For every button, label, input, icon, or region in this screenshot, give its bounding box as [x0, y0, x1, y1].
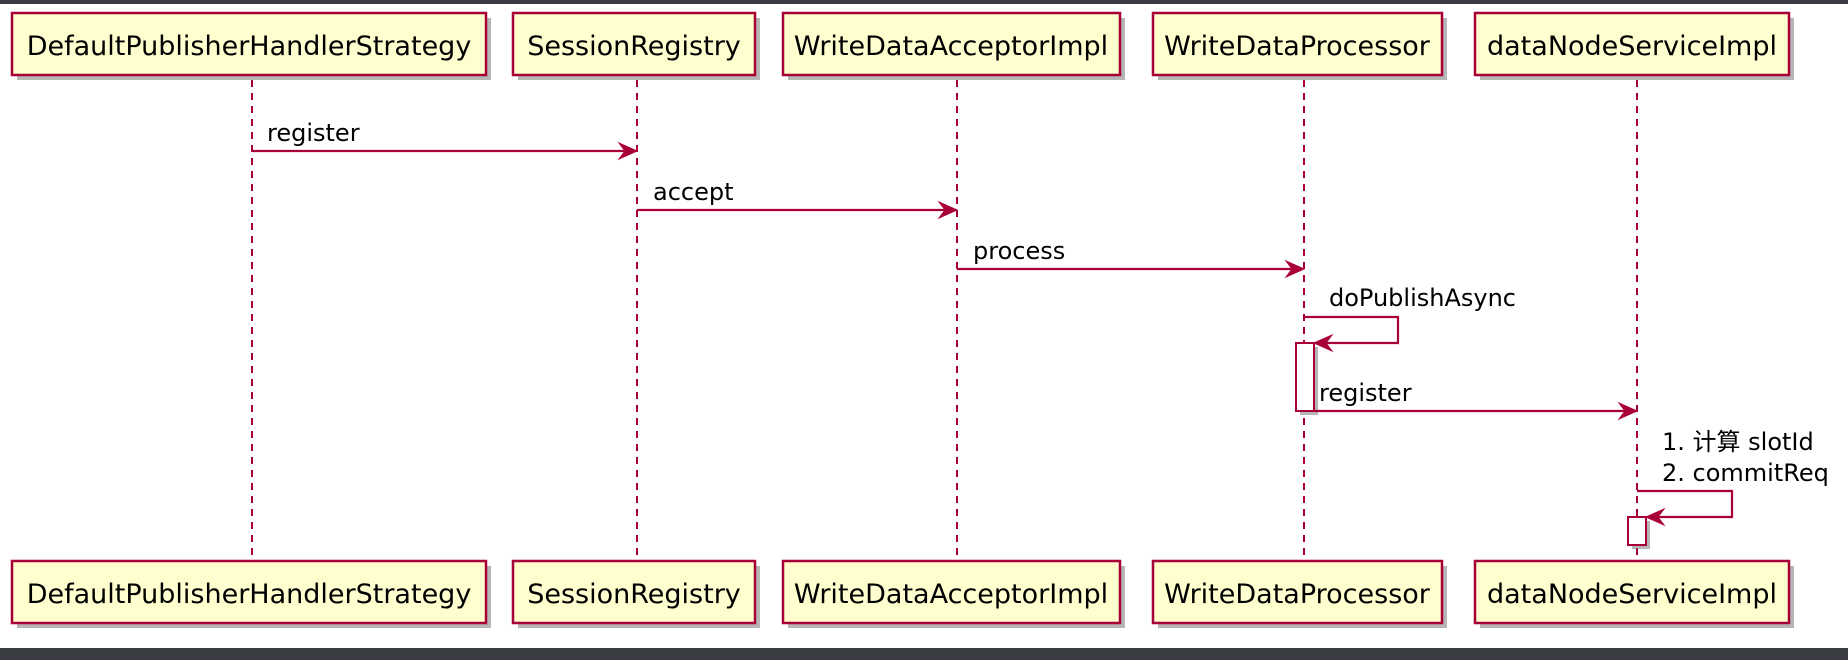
participant-label: dataNodeServiceImpl	[1487, 31, 1777, 62]
participant-label: WriteDataProcessor	[1164, 579, 1431, 610]
participant-label: SessionRegistry	[527, 579, 741, 610]
participant-datanodeserviceimpl: dataNodeServiceImpl	[1473, 559, 1794, 628]
participants-top: DefaultPublisherHandlerStrategy SessionR…	[10, 11, 1794, 80]
participant-label: WriteDataProcessor	[1164, 31, 1431, 62]
message-label-line-2: 2. commitReq	[1662, 459, 1829, 487]
message-label-line-1: 1. 计算 slotId	[1662, 428, 1814, 456]
sequence-diagram: DefaultPublisherHandlerStrategy SessionR…	[0, 4, 1848, 648]
arrowhead	[1284, 259, 1306, 279]
message-accept: accept	[637, 178, 959, 220]
participant-datanodeserviceimpl: dataNodeServiceImpl	[1473, 11, 1794, 80]
participant-label: dataNodeServiceImpl	[1487, 579, 1777, 610]
participant-writedataacceptorimpl: WriteDataAcceptorImpl	[781, 11, 1125, 80]
message-register-datanode: register	[1314, 379, 1639, 421]
participant-label: SessionRegistry	[527, 31, 741, 62]
arrowhead	[617, 141, 639, 161]
participant-label: DefaultPublisherHandlerStrategy	[27, 579, 472, 610]
diagram-svg: DefaultPublisherHandlerStrategy SessionR…	[10, 11, 1829, 628]
lifelines	[251, 80, 1638, 557]
message-label: register	[1319, 379, 1412, 407]
participant-defaultpublisherhandlerstrategy: DefaultPublisherHandlerStrategy	[10, 11, 491, 80]
participant-writedataprocessor: WriteDataProcessor	[1151, 559, 1447, 628]
participants-bottom: DefaultPublisherHandlerStrategy SessionR…	[10, 559, 1794, 628]
arrowhead	[937, 200, 959, 220]
participant-writedataprocessor: WriteDataProcessor	[1151, 11, 1447, 80]
participant-label: WriteDataAcceptorImpl	[794, 31, 1108, 62]
participant-sessionregistry: SessionRegistry	[511, 11, 760, 80]
message-label: doPublishAsync	[1329, 284, 1516, 312]
message-process: process	[957, 237, 1306, 279]
participant-sessionregistry: SessionRegistry	[511, 559, 760, 628]
message-register: register	[252, 119, 639, 161]
message-label: accept	[653, 178, 734, 206]
message-dopublishasync: doPublishAsync	[1304, 284, 1516, 353]
arrowhead	[1312, 333, 1334, 353]
activations	[1295, 342, 1650, 549]
participant-writedataacceptorimpl: WriteDataAcceptorImpl	[781, 559, 1125, 628]
message-label: process	[973, 237, 1065, 265]
arrowhead	[1617, 401, 1639, 421]
participant-defaultpublisherhandlerstrategy: DefaultPublisherHandlerStrategy	[10, 559, 491, 628]
activation-bar-writedataprocessor	[1295, 342, 1315, 412]
arrowhead	[1644, 507, 1666, 527]
activation-bar-datanodeserviceimpl	[1627, 516, 1647, 546]
participant-label: WriteDataAcceptorImpl	[794, 579, 1108, 610]
messages: register accept process doPublishAsync r…	[252, 119, 1829, 527]
participant-label: DefaultPublisherHandlerStrategy	[27, 31, 472, 62]
message-calculate-slotid-commitreq: 1. 计算 slotId 2. commitReq	[1637, 428, 1829, 527]
message-label: register	[267, 119, 360, 147]
